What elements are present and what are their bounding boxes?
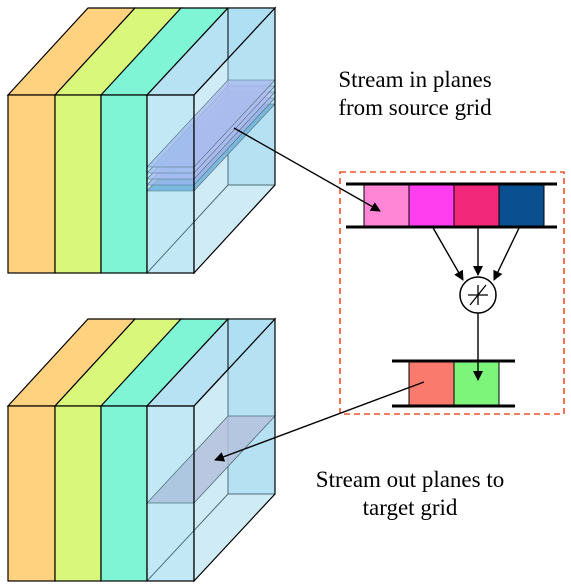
output-buffer	[392, 359, 515, 408]
input-cell-3	[453, 184, 500, 227]
cell-2-to-operator-arrow	[431, 225, 464, 281]
circled-slash-plus-operator-icon	[459, 276, 497, 314]
stream-in-label-line-1: Stream in planes	[338, 67, 492, 92]
input-cell-4	[498, 184, 545, 227]
source-glass-block	[145, 6, 277, 275]
input-cell-2	[408, 184, 455, 227]
source-grid	[6, 6, 277, 275]
output-cell-1	[408, 361, 455, 406]
stream-in-label: Stream in planes from source grid	[295, 66, 535, 122]
stream-in-arrow	[233, 127, 381, 212]
source-slab-yellow-green	[53, 7, 184, 274]
stream-out-label-line-2: target grid	[362, 495, 458, 520]
source-slab-teal	[99, 7, 230, 274]
target-grid	[6, 317, 277, 583]
cell-4-to-operator-arrow	[493, 225, 521, 281]
output-cell-2	[453, 361, 500, 406]
arrows	[214, 127, 521, 462]
stream-in-label-line-2: from source grid	[338, 95, 492, 120]
target-slab-teal	[99, 318, 230, 582]
stream-out-arrow	[214, 381, 425, 462]
stream-out-label: Stream out planes to target grid	[275, 466, 545, 522]
source-slab-orange	[6, 7, 137, 274]
input-buffer	[346, 182, 557, 229]
processing-dashed-box	[339, 171, 565, 415]
stream-out-label-line-1: Stream out planes to	[315, 467, 505, 492]
target-slab-orange	[6, 318, 137, 582]
